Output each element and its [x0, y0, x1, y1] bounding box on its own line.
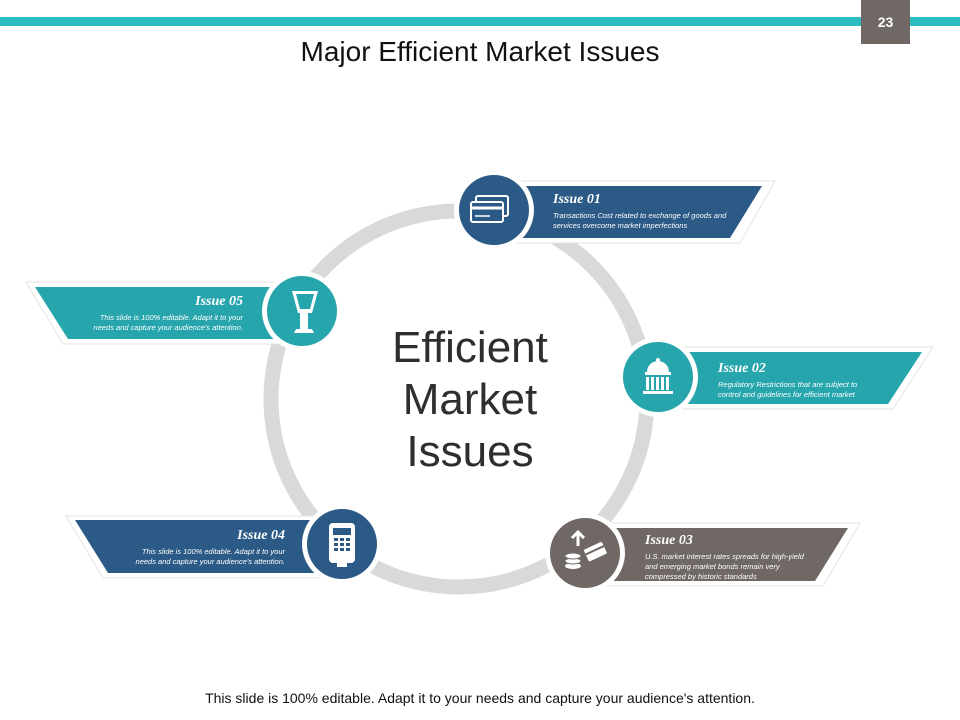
- issue-04-description: This slide is 100% editable. Adapt it to…: [135, 547, 285, 566]
- coins-and-card-icon: [564, 529, 607, 569]
- page-number: 23: [861, 0, 910, 44]
- issue-05-label: Issue 05 This slide is 100% editable. Ad…: [78, 294, 243, 333]
- issue-02-description: Regulatory Restrictions that are subject…: [718, 380, 858, 399]
- issue-01-description: Transactions Cost related to exchange of…: [553, 211, 727, 230]
- issue-04-banner: [65, 515, 321, 579]
- issue-05-banner: [25, 281, 284, 345]
- issue-03-label: Issue 03 U.S. market interest rates spre…: [645, 533, 815, 582]
- issue-03-description: U.S. market interest rates spreads for h…: [645, 552, 804, 581]
- center-title-line-1: Efficient: [392, 323, 548, 372]
- atm-kiosk-icon: [292, 291, 318, 333]
- footer-note: This slide is 100% editable. Adapt it to…: [205, 690, 755, 706]
- issue-01-banner: [514, 180, 776, 244]
- center-title-line-3: Issues: [406, 427, 534, 476]
- issue-05-heading: Issue 05: [195, 294, 243, 309]
- government-building-icon: [643, 358, 673, 394]
- issue-04-heading: Issue 04: [237, 528, 285, 543]
- credit-card-icon: [470, 195, 509, 223]
- issue-02-label: Issue 02 Regulatory Restrictions that ar…: [718, 361, 878, 400]
- payment-terminal-icon: [329, 523, 355, 567]
- issue-01-heading: Issue 01: [553, 192, 601, 207]
- issue-03-heading: Issue 03: [645, 533, 693, 548]
- issue-02-banner: [679, 346, 934, 410]
- issue-05-description: This slide is 100% editable. Adapt it to…: [93, 313, 243, 332]
- issue-03-banner: [603, 522, 861, 587]
- issue-04-label: Issue 04 This slide is 100% editable. Ad…: [120, 528, 285, 567]
- center-title: Efficient Market Issues: [350, 322, 590, 478]
- slide-title: Major Efficient Market Issues: [300, 36, 660, 67]
- issue-01-label: Issue 01 Transactions Cost related to ex…: [553, 192, 733, 231]
- center-title-line-2: Market: [402, 375, 538, 424]
- issue-02-heading: Issue 02: [718, 361, 766, 376]
- top-accent-bar: [0, 17, 960, 26]
